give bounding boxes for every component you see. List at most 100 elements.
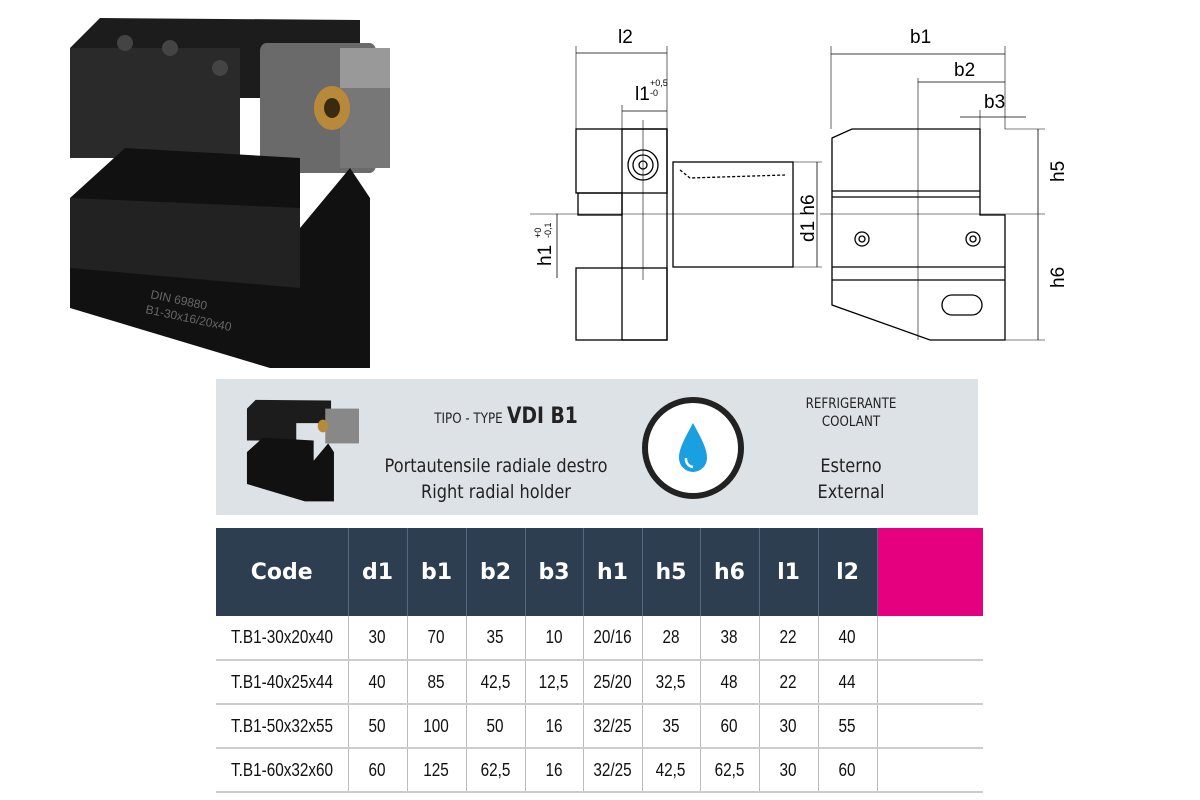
cell-value: 22 [779, 671, 798, 692]
cell-l2: 60 [818, 748, 878, 793]
col-b2: b2 [466, 528, 526, 616]
description-en: Right radial holder [421, 481, 571, 503]
cell-value: 48 [720, 671, 739, 692]
technical-drawing: l2 l1 +0,5 -0 b1 b2 b3 h5 h6 d1 h6 h1 +0… [530, 27, 1069, 341]
cell-value: T.B1-50x32x55 [230, 715, 333, 736]
cell-l2: 40 [818, 616, 878, 661]
cell-l1: 30 [759, 704, 819, 749]
cell-value: 125 [423, 759, 450, 780]
cell-b2: 35 [466, 616, 526, 661]
coolant-value-it: Esterno [820, 455, 882, 477]
cell-d1: 30 [348, 616, 408, 661]
cell-h5: 35 [642, 704, 701, 749]
cell-value: 28 [662, 627, 680, 647]
empty-cell [877, 616, 983, 661]
cell-value: 60 [838, 759, 857, 780]
cell-code: T.B1-50x32x55 [216, 704, 349, 749]
cell-value: 70 [427, 627, 446, 647]
accent-header-cell [877, 528, 983, 616]
dim-h6: h6 [1048, 267, 1069, 288]
cell-b1: 125 [407, 748, 467, 793]
cell-b2: 50 [466, 704, 526, 749]
cell-b3: 16 [525, 704, 584, 749]
cell-value: 40 [368, 671, 387, 692]
cell-h6: 62,5 [700, 748, 760, 793]
dim-l1: l1 [635, 84, 650, 105]
cell-code: T.B1-60x32x60 [216, 748, 349, 793]
cell-value: 20/16 [593, 627, 632, 647]
cell-value: T.B1-60x32x60 [230, 759, 333, 780]
water-drop-icon [642, 397, 744, 499]
cell-value: 100 [423, 715, 450, 736]
cell-b3: 10 [525, 616, 584, 661]
col-d1: d1 [348, 528, 408, 616]
cell-value: 16 [545, 715, 563, 736]
coolant-label-it: REFRIGERANTE [805, 396, 897, 412]
product-thumbnail [246, 399, 359, 502]
cell-h1: 32/25 [583, 748, 643, 793]
dim-h5: h5 [1048, 161, 1069, 182]
cell-b1: 70 [407, 616, 467, 661]
table-row: T.B1-50x32x55 50 100 50 16 32/25 35 60 30 55 [216, 704, 983, 749]
cell-h5: 32,5 [642, 660, 701, 705]
cell-value: 32,5 [656, 671, 686, 692]
cell-value: 30 [368, 627, 387, 647]
cell-h1: 25/20 [583, 660, 643, 705]
type-prefix: TIPO - TYPE [434, 411, 503, 427]
cell-value: 44 [838, 671, 857, 692]
cell-value: 85 [427, 671, 446, 692]
cell-b2: 62,5 [466, 748, 526, 793]
description-it: Portautensile radiale destro [384, 455, 608, 477]
cell-value: 38 [720, 627, 739, 647]
dim-l2: l2 [618, 27, 633, 48]
empty-cell [877, 748, 983, 793]
side-view [530, 46, 822, 341]
dim-h1: h1 [535, 245, 556, 266]
coolant-label-en: COOLANT [821, 414, 881, 430]
cell-value: 25/20 [593, 671, 632, 692]
cell-value: 35 [662, 715, 680, 736]
product-photo: DIN 69880 B1-30x16/20x40 [70, 18, 390, 368]
cell-l1: 22 [759, 616, 819, 661]
cell-b2: 42,5 [466, 660, 526, 705]
dim-d1-h6: d1 h6 [798, 194, 819, 242]
dim-h1-tol-plus: +0 [533, 228, 543, 238]
cell-value: 55 [838, 715, 857, 736]
cell-d1: 60 [348, 748, 408, 793]
cell-value: 22 [779, 627, 798, 647]
cell-h6: 48 [700, 660, 760, 705]
front-view [820, 46, 1045, 341]
dim-b2: b2 [954, 60, 975, 81]
col-l2: l2 [818, 528, 878, 616]
cell-value: 16 [545, 759, 563, 780]
dim-l1-tol-minus: -0 [650, 88, 658, 98]
cell-value: T.B1-40x25x44 [230, 671, 333, 692]
col-b1: b1 [407, 528, 467, 616]
dim-b3: b3 [984, 92, 1005, 113]
cell-value: 50 [368, 715, 387, 736]
cell-h5: 28 [642, 616, 701, 661]
empty-cell [877, 660, 983, 705]
cell-value: 32/25 [593, 759, 632, 780]
cell-h1: 32/25 [583, 704, 643, 749]
cell-value: 60 [720, 715, 739, 736]
dim-h1-tol-minus: -0,1 [543, 222, 553, 238]
product-type-banner: TIPO - TYPE VDI B1 Portautensile radiale… [216, 379, 978, 515]
cell-b1: 100 [407, 704, 467, 749]
cell-h6: 60 [700, 704, 760, 749]
cell-h6: 38 [700, 616, 760, 661]
cell-value: 35 [486, 627, 505, 647]
cell-value: 12,5 [539, 671, 569, 692]
col-l1: l1 [759, 528, 819, 616]
col-h5: h5 [642, 528, 701, 616]
cell-value: 10 [545, 627, 563, 647]
col-code: Code [216, 528, 349, 616]
col-h1: h1 [583, 528, 643, 616]
cell-value: 30 [779, 715, 798, 736]
cell-d1: 40 [348, 660, 408, 705]
dim-b1: b1 [910, 27, 931, 48]
cell-d1: 50 [348, 704, 408, 749]
cell-code: T.B1-40x25x44 [216, 660, 349, 705]
